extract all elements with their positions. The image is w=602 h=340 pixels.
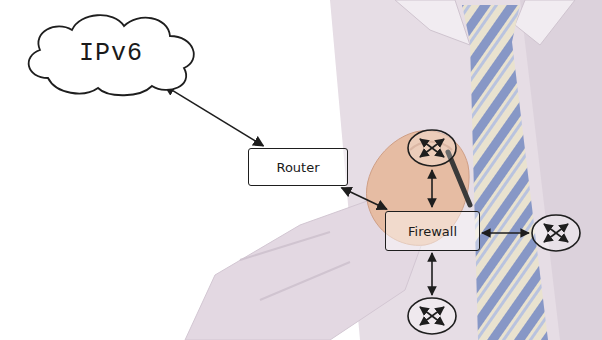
router-symbol bbox=[408, 298, 456, 334]
pen bbox=[448, 152, 470, 205]
tie bbox=[470, 42, 548, 340]
collar bbox=[515, 0, 575, 45]
sleeve-fold bbox=[240, 232, 350, 300]
router-symbol bbox=[408, 130, 456, 166]
link-arrow bbox=[482, 232, 529, 234]
connector-arrow bbox=[165, 86, 264, 146]
router-symbol bbox=[532, 215, 580, 251]
cloud-label: IPv6 bbox=[79, 39, 143, 68]
box-label: Router bbox=[276, 160, 319, 175]
connector-arrow bbox=[342, 188, 387, 210]
network-box: Router bbox=[248, 148, 348, 186]
cloud-node: IPv6 bbox=[18, 8, 204, 98]
link-arrow bbox=[431, 253, 433, 295]
hand bbox=[366, 131, 469, 246]
collar bbox=[395, 0, 470, 45]
link-arrow bbox=[431, 170, 433, 207]
network-box: Firewall bbox=[385, 211, 480, 251]
tie-knot bbox=[462, 5, 520, 42]
box-label: Firewall bbox=[408, 224, 457, 239]
